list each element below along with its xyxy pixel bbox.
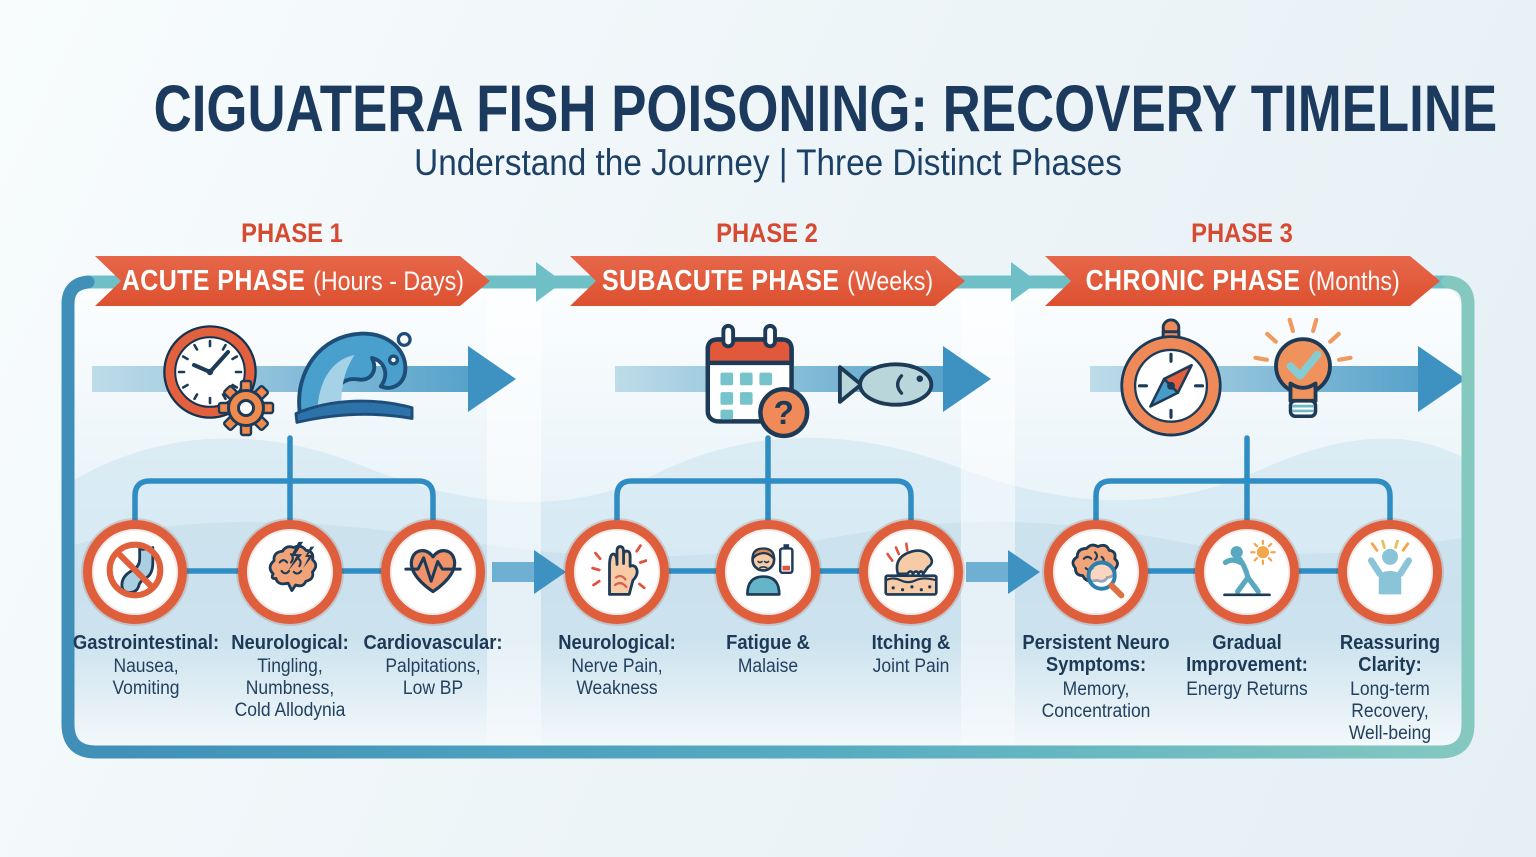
- symptom-heading: Neurological:: [558, 632, 676, 654]
- brain-magnifier-icon: [1066, 540, 1126, 605]
- phase-1-label: PHASE 1: [241, 218, 343, 248]
- symptom-label: Cardiovascular: Palpitations, Low BP: [339, 632, 527, 700]
- symptom-details: Energy Returns: [1186, 678, 1308, 700]
- symptom-circle: [1044, 520, 1148, 624]
- symptom-circle: [238, 520, 342, 624]
- flow-arrow-head-icon: [943, 346, 991, 412]
- tingling-hand-icon: [587, 540, 648, 605]
- symptom-details: Tingling, Numbness, Cold Allodynia: [234, 656, 346, 722]
- interphase-arrows: [492, 550, 1040, 594]
- banner-title: ACUTE PHASE: [121, 264, 305, 297]
- timeline-chevron-icon: [1011, 262, 1038, 302]
- banner-duration: (Hours - Days): [312, 265, 464, 296]
- symptom-details: Palpitations, Low BP: [385, 656, 481, 700]
- page-title: CIGUATERA FISH POISONING: RECOVERY TIMEL…: [153, 71, 1498, 145]
- timeline-chevron-icon: [536, 262, 563, 302]
- symptom-label: Neurological: Tingling, Numbness, Cold A…: [196, 632, 384, 722]
- symptom-heading: Fatigue &: [726, 632, 810, 654]
- flow-arrow-shaft: [92, 366, 470, 392]
- symptom-heading: Persistent Neuro Symptoms:: [1022, 632, 1170, 677]
- banner-duration: (Months): [1307, 265, 1400, 296]
- symptom-details: Memory, Concentration: [1041, 678, 1151, 722]
- symptom-circle: [381, 520, 485, 624]
- symptom-heading: Gastrointestinal:: [72, 632, 220, 654]
- fatigued-person-icon: [738, 540, 798, 605]
- stomach-prohibited-icon: [105, 540, 165, 605]
- symptom-details: Nausea, Vomiting: [112, 656, 180, 700]
- banner-duration: (Weeks): [847, 265, 934, 296]
- phase-2-label: PHASE 2: [716, 218, 818, 248]
- symptom-circle: [859, 520, 963, 624]
- symptom-heading: Neurological:: [231, 632, 349, 654]
- phase-3-label: PHASE 3: [1191, 218, 1293, 248]
- symptom-label: Persistent Neuro Symptoms: Memory, Conce…: [1002, 632, 1190, 723]
- symptom-circle: [1195, 520, 1299, 624]
- symptom-label: Fatigue & Malaise: [674, 632, 862, 678]
- heart-ekg-icon: [403, 540, 463, 605]
- phase-2-banner: SUBACUTE PHASE (Weeks): [570, 256, 965, 306]
- symptom-heading: Reassuring Clarity:: [1339, 632, 1441, 677]
- wave-background: [74, 282, 1464, 756]
- symptom-details: Nerve Pain, Weakness: [571, 656, 663, 700]
- symptom-label: Neurological: Nerve Pain, Weakness: [523, 632, 711, 700]
- symptom-circle: [1338, 520, 1442, 624]
- symptom-details: Malaise: [737, 656, 799, 678]
- flow-arrow-shaft: [615, 366, 945, 392]
- symptom-details: Long-term Recovery, Well-being: [1348, 678, 1432, 744]
- symptom-circle: [565, 520, 669, 624]
- symptom-label: Gradual Improvement: Energy Returns: [1153, 632, 1341, 701]
- brain-lightning-icon: [260, 540, 320, 605]
- flow-arrow-head-icon: [468, 346, 516, 412]
- phase-3-banner: CHRONIC PHASE (Months): [1045, 256, 1440, 306]
- symptom-details: Joint Pain: [872, 656, 950, 678]
- symptom-label: Reassuring Clarity: Long-term Recovery, …: [1296, 632, 1484, 745]
- raised-arms-person-icon: [1360, 539, 1420, 605]
- symptom-heading: Itching &: [871, 632, 951, 654]
- flow-arrow-shaft: [1090, 366, 1420, 392]
- symptom-circle: [716, 520, 820, 624]
- page-subtitle: Understand the Journey | Three Distinct …: [414, 142, 1122, 183]
- stretching-person-icon: [1217, 538, 1277, 605]
- flow-arrow-head-icon: [1418, 346, 1466, 412]
- banner-title: SUBACUTE PHASE: [601, 264, 840, 297]
- itching-skin-icon: [881, 540, 941, 605]
- symptom-heading: Gradual Improvement:: [1186, 632, 1308, 677]
- symptom-heading: Cardiovascular:: [363, 632, 503, 654]
- symptom-label: Itching & Joint Pain: [817, 632, 1005, 678]
- symptom-circle: [83, 520, 187, 624]
- banner-title: CHRONIC PHASE: [1085, 264, 1301, 297]
- symptom-label: Gastrointestinal: Nausea, Vomiting: [52, 632, 240, 700]
- phase-1-banner: ACUTE PHASE (Hours - Days): [95, 256, 490, 306]
